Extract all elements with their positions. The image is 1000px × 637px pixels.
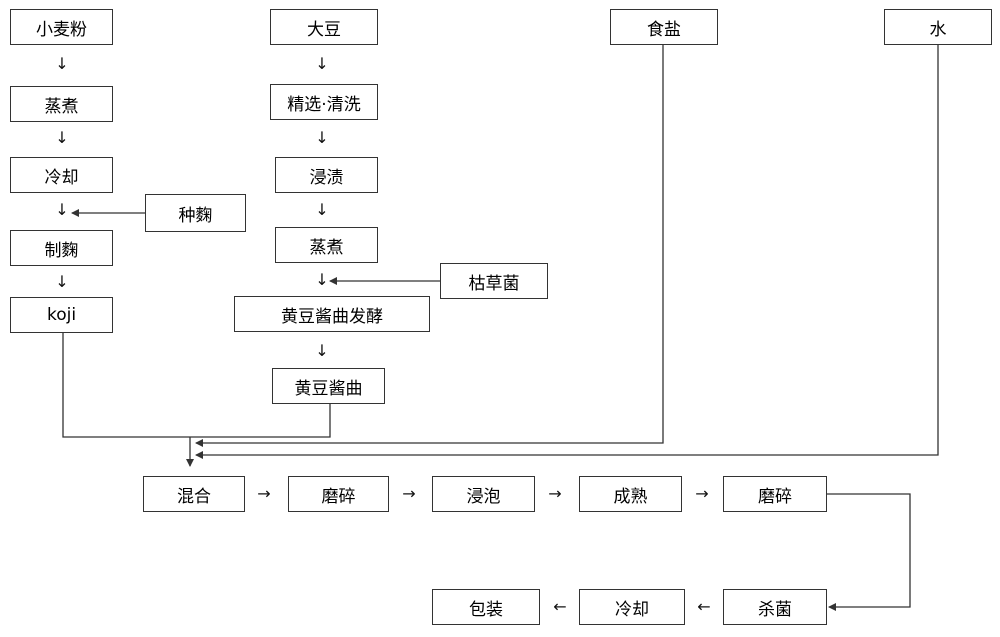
koji-to-mix-line bbox=[63, 333, 190, 437]
grind-to-sterilize-line bbox=[827, 494, 910, 607]
soy-qu-to-mix-line bbox=[190, 404, 330, 437]
water-to-mix-line bbox=[196, 45, 938, 455]
salt-to-mix-line bbox=[196, 45, 663, 443]
